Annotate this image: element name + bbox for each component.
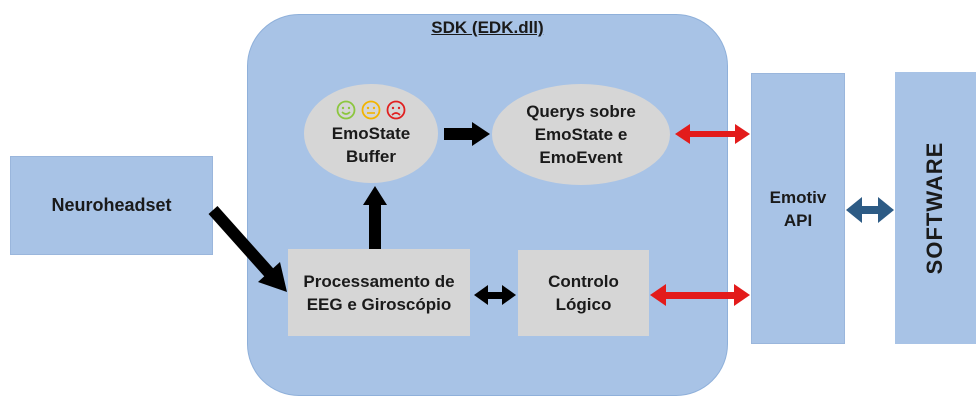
emoji-faces xyxy=(336,100,406,120)
emostate-buffer-label: EmoState Buffer xyxy=(331,123,411,166)
emostate-buffer-node: EmoState Buffer xyxy=(304,84,438,183)
neuroheadset-box: Neuroheadset xyxy=(10,156,213,255)
smiley-icon xyxy=(336,100,356,120)
controlo-label: Controlo Lógico xyxy=(548,272,619,314)
sdk-title: SDK (EDK.dll) xyxy=(431,18,544,37)
arrow-neuroheadset-to-processamento xyxy=(208,206,287,292)
arrow-controlo-api-red xyxy=(650,284,750,306)
emotiv-api-label: Emotiv API xyxy=(769,187,827,230)
processamento-box: Processamento de EEG e Giroscópio xyxy=(288,249,470,336)
emotiv-api-box: Emotiv API xyxy=(751,73,845,344)
neuroheadset-label: Neuroheadset xyxy=(51,195,172,215)
arrow-emostate-to-querys xyxy=(444,122,490,146)
arrow-processamento-to-emostate xyxy=(363,186,387,249)
arrow-api-software-blue xyxy=(846,197,894,223)
frown-icon xyxy=(386,100,406,120)
querys-node: Querys sobre EmoState e EmoEvent xyxy=(492,84,670,185)
arrow-processamento-controlo xyxy=(474,285,516,305)
arrow-querys-api-red xyxy=(675,124,750,144)
software-box xyxy=(895,72,976,344)
neutral-face-icon xyxy=(361,100,381,120)
processamento-label: Processamento de EEG e Giroscópio xyxy=(303,271,455,314)
querys-label: Querys sobre EmoState e EmoEvent xyxy=(526,102,636,167)
controlo-box: Controlo Lógico xyxy=(518,250,649,336)
